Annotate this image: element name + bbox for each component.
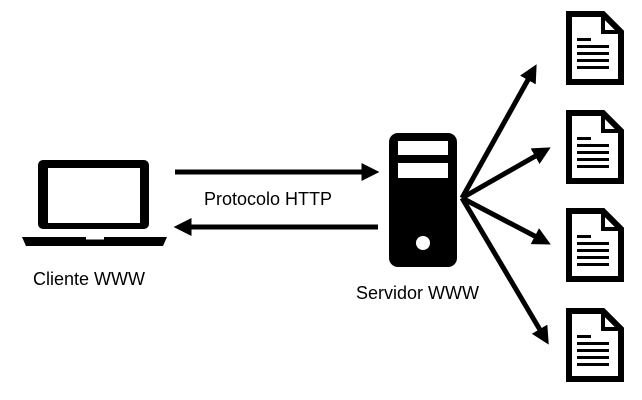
- document-arrow-1: [459, 64, 537, 200]
- server-label: Servidor WWW: [356, 283, 479, 303]
- document-icon-1: [566, 11, 624, 85]
- document-icon-4: [566, 308, 624, 382]
- document-icon-3: [566, 208, 624, 282]
- document-arrow-3: [460, 195, 551, 245]
- document-arrow-2: [460, 147, 551, 201]
- laptop-icon: [22, 160, 167, 246]
- document-arrows: [459, 64, 551, 345]
- client-label: Cliente WWW: [33, 269, 145, 289]
- document-icon-2: [566, 110, 624, 184]
- document-arrow-4: [459, 196, 549, 345]
- server-tower-icon: [389, 133, 457, 267]
- protocol-label: Protocolo HTTP: [204, 189, 333, 209]
